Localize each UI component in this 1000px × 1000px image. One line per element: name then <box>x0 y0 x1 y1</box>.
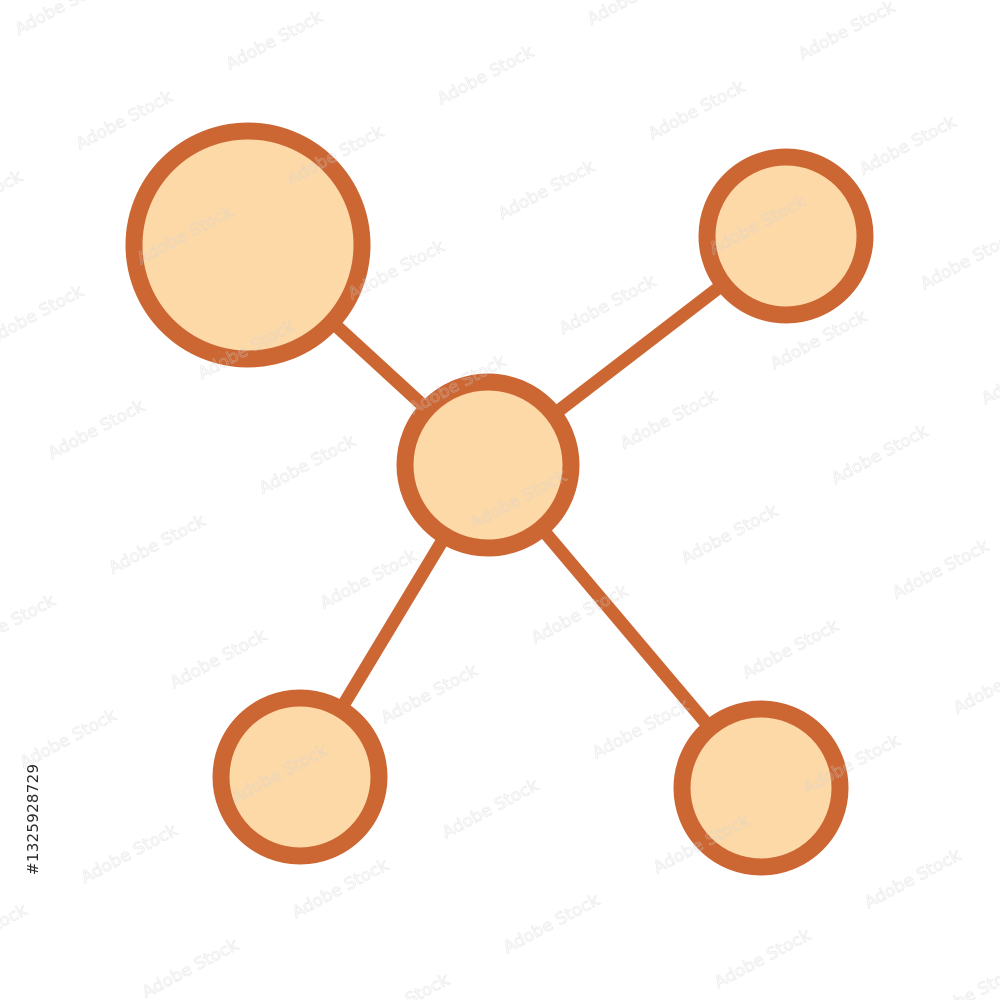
nodes <box>125 122 874 876</box>
node-top-right <box>698 148 874 324</box>
node-bottom-right <box>673 700 849 876</box>
node-bottom-left <box>212 689 388 865</box>
stock-id-label: #1325928729 <box>24 763 42 875</box>
node-center <box>396 373 580 557</box>
node-top-left <box>125 122 371 368</box>
